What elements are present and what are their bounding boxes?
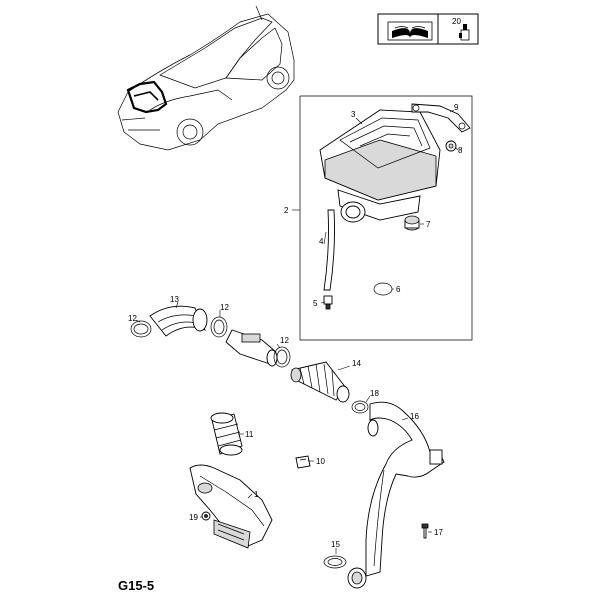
- callout-8: 8: [458, 146, 463, 155]
- air-cleaner-region: [299, 95, 473, 341]
- clamp-6: [373, 282, 393, 296]
- callout-12-middle: 12: [220, 303, 229, 312]
- air-intake-duct: [189, 464, 273, 549]
- callout-19: 19: [189, 513, 198, 522]
- intake-pipe: [365, 401, 445, 577]
- bottle-icon: [459, 24, 470, 41]
- callout-10: 10: [316, 457, 325, 466]
- reference-box: 20: [377, 13, 479, 45]
- leader-lines: [135, 109, 459, 554]
- hose-clamp-12a: [130, 320, 152, 338]
- callout-18: 18: [370, 389, 379, 398]
- retaining-clip: [295, 455, 311, 469]
- callout-15: 15: [331, 540, 340, 549]
- callout-16: 16: [410, 412, 419, 421]
- nut: [445, 140, 457, 152]
- callout-labels: 1 2 3 4 5 6 7 8 9 10 11 12 12 12 13 14 1…: [128, 103, 463, 549]
- callout-7: 7: [426, 220, 431, 229]
- hose-clamp-18: [351, 400, 369, 414]
- callout-13: 13: [170, 295, 179, 304]
- callout-6: 6: [396, 285, 401, 294]
- callout-4: 4: [319, 237, 324, 246]
- elbow-hose: [149, 305, 208, 337]
- hose-clamp-12b: [210, 316, 228, 338]
- hose-clamp-12c: [273, 346, 291, 368]
- bolt: [421, 523, 429, 539]
- corrugated-intake-hose: [290, 361, 350, 403]
- diagram-code: G15-5: [118, 578, 154, 593]
- callout-14: 14: [352, 359, 361, 368]
- callout-12-left: 12: [128, 314, 137, 323]
- mass-air-flow-sensor: [225, 329, 278, 367]
- short-hose: [210, 412, 243, 456]
- callout-1: 1: [254, 490, 259, 499]
- vehicle-illustration: [117, 5, 295, 151]
- callout-17: 17: [434, 528, 443, 537]
- callout-11: 11: [245, 430, 254, 439]
- air-filter-housing: [319, 109, 441, 223]
- reference-number: 20: [452, 17, 461, 26]
- support-bracket: [411, 103, 471, 133]
- callout-12-right: 12: [280, 336, 289, 345]
- grommet: [404, 215, 420, 231]
- callout-3: 3: [351, 110, 356, 119]
- callout-9: 9: [454, 103, 459, 112]
- drain-valve: [323, 295, 333, 310]
- drain-hose: [323, 209, 335, 291]
- hose-clamp-15: [323, 555, 347, 569]
- engine-bay-highlight: [126, 80, 168, 114]
- pipe-outlet: [347, 567, 367, 589]
- rubber-grommet: [201, 511, 211, 521]
- callout-2: 2: [284, 206, 289, 215]
- callout-5: 5: [313, 299, 318, 308]
- book-icon: [387, 21, 433, 41]
